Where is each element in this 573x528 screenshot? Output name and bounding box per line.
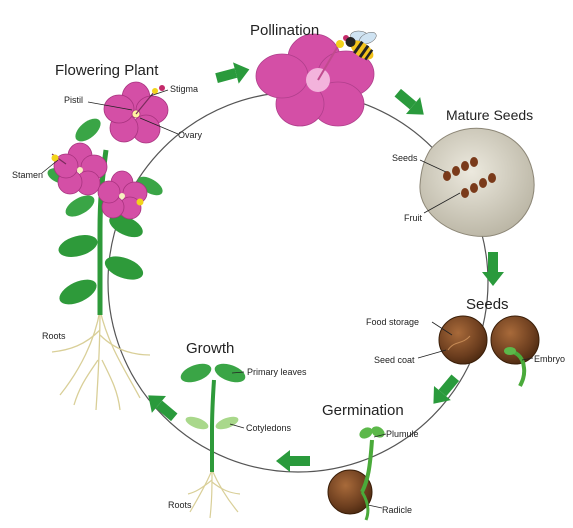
label-radicle: Radicle <box>382 505 412 515</box>
label-ovary: Ovary <box>178 130 202 140</box>
label-roots-seedling: Roots <box>168 500 192 510</box>
label-cotyledons: Cotyledons <box>246 423 291 433</box>
arrow-plant-to-pollination <box>214 59 253 89</box>
stage-title-pollination: Pollination <box>250 22 319 39</box>
label-stamen: Stamen <box>12 170 43 180</box>
seedling-stem <box>212 380 214 472</box>
germination-illustration <box>328 424 387 520</box>
label-food-storage: Food storage <box>366 317 419 327</box>
seedling-roots <box>188 470 240 518</box>
mature-seeds-illustration <box>420 128 534 236</box>
label-seed-coat: Seed coat <box>374 355 415 365</box>
label-seeds-in-fruit: Seeds <box>392 153 418 163</box>
seedling-illustration <box>178 360 248 518</box>
seed-with-embryo <box>491 316 539 386</box>
label-stigma: Stigma <box>170 84 198 94</box>
label-plumule: Plumule <box>386 429 419 439</box>
label-embryo: Embryo <box>534 354 565 364</box>
label-fruit: Fruit <box>404 213 422 223</box>
stage-title-growth: Growth <box>186 340 234 357</box>
stage-title-mature-seeds: Mature Seeds <box>446 107 533 123</box>
arrow-mature-seeds-to-seeds <box>482 252 504 286</box>
label-primary-leaves: Primary leaves <box>247 367 307 377</box>
arrow-pollination-to-mature-seeds <box>391 84 431 123</box>
seed-cross-section <box>439 316 487 364</box>
stage-title-germination: Germination <box>322 402 404 419</box>
plant-top-flower <box>104 82 168 143</box>
plant-roots <box>52 310 150 410</box>
arrow-growth-to-plant <box>141 387 181 426</box>
arrow-seeds-to-germination <box>425 371 464 411</box>
stage-title-flowering-plant: Flowering Plant <box>55 62 158 79</box>
label-roots-plant: Roots <box>42 331 66 341</box>
arrow-germination-to-growth <box>276 450 310 472</box>
flowering-plant-illustration <box>42 82 178 410</box>
seeds-illustration <box>418 316 539 386</box>
fruit-pod <box>420 128 534 236</box>
label-pistil: Pistil <box>64 95 83 105</box>
stage-title-seeds: Seeds <box>466 296 509 313</box>
